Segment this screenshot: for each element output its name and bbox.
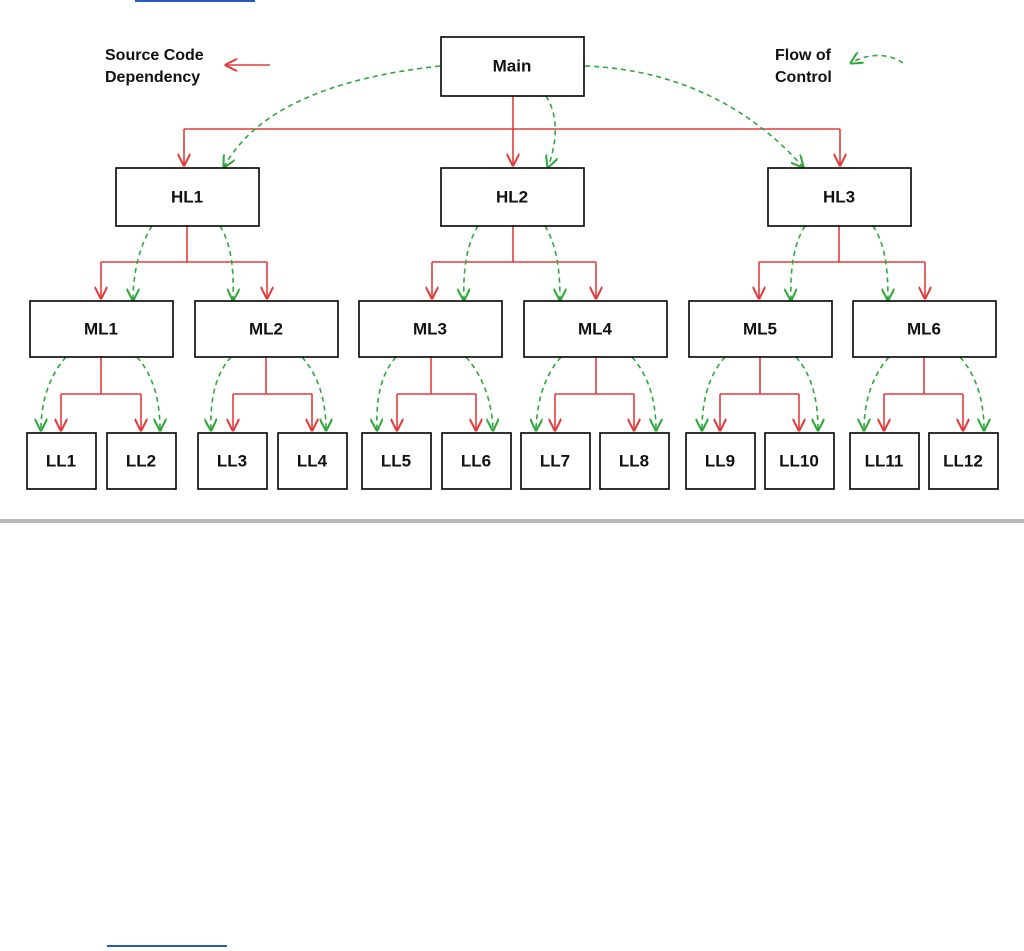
node-ll10: LL10 (764, 432, 835, 490)
node-ll11: LL11 (849, 432, 920, 490)
node-ml1-label: ML1 (84, 319, 118, 338)
legend-dependency-line1: Source Code (105, 47, 204, 64)
node-ll5-label: LL5 (381, 451, 411, 470)
top-link-underline[interactable] (135, 0, 255, 2)
legend-dependency: Source Code Dependency (105, 47, 270, 86)
node-ll5: LL5 (361, 432, 432, 490)
node-ml2-label: ML2 (249, 319, 283, 338)
node-ll7: LL7 (520, 432, 591, 490)
node-hl1-label: HL1 (171, 187, 203, 206)
node-ml5: ML5 (688, 300, 833, 358)
node-hl2: HL2 (440, 167, 585, 227)
node-ml2: ML2 (194, 300, 339, 358)
node-main: Main (440, 36, 585, 97)
node-ll3-label: LL3 (217, 451, 247, 470)
node-ll2-label: LL2 (126, 451, 156, 470)
node-ll10-label: LL10 (779, 451, 819, 470)
legend-flow-arrow (851, 55, 904, 63)
dependency-edges (61, 96, 963, 430)
node-ll3: LL3 (197, 432, 268, 490)
legend-flow-line1: Flow of (775, 47, 832, 64)
node-ml1: ML1 (29, 300, 174, 358)
node-ll1-label: LL1 (46, 451, 76, 470)
node-ll4-label: LL4 (297, 451, 328, 470)
bottom-link-underline[interactable] (107, 945, 227, 947)
node-ml4-label: ML4 (578, 319, 613, 338)
node-ll9: LL9 (685, 432, 756, 490)
node-ml3-label: ML3 (413, 319, 447, 338)
node-ll11-label: LL11 (865, 451, 904, 470)
section-divider (0, 519, 1024, 523)
node-hl2-label: HL2 (496, 187, 528, 206)
legend-dependency-line2: Dependency (105, 69, 200, 86)
node-ll8-label: LL8 (619, 451, 649, 470)
node-ml3: ML3 (358, 300, 503, 358)
node-ll6-label: LL6 (461, 451, 491, 470)
node-hl3-label: HL3 (823, 187, 855, 206)
dependency-diagram: Source Code Dependency Flow of Control (26, 36, 999, 490)
node-hl3: HL3 (767, 167, 912, 227)
node-ml6: ML6 (852, 300, 997, 358)
node-ll1: LL1 (26, 432, 97, 490)
node-ll2: LL2 (106, 432, 177, 490)
node-ll12: LL12 (928, 432, 999, 490)
flow-edges (41, 65, 984, 430)
node-ml5-label: ML5 (743, 319, 777, 338)
node-ll7-label: LL7 (540, 451, 570, 470)
node-ll4: LL4 (277, 432, 348, 490)
node-main-label: Main (493, 56, 532, 75)
node-ll6: LL6 (441, 432, 512, 490)
node-ll8: LL8 (599, 432, 670, 490)
legend-flow-line2: Control (775, 69, 832, 86)
node-ml4: ML4 (523, 300, 668, 358)
node-ll9-label: LL9 (705, 451, 735, 470)
legend-flow: Flow of Control (775, 47, 904, 86)
node-hl1: HL1 (115, 167, 260, 227)
node-ml6-label: ML6 (907, 319, 941, 338)
node-ll12-label: LL12 (943, 451, 983, 470)
